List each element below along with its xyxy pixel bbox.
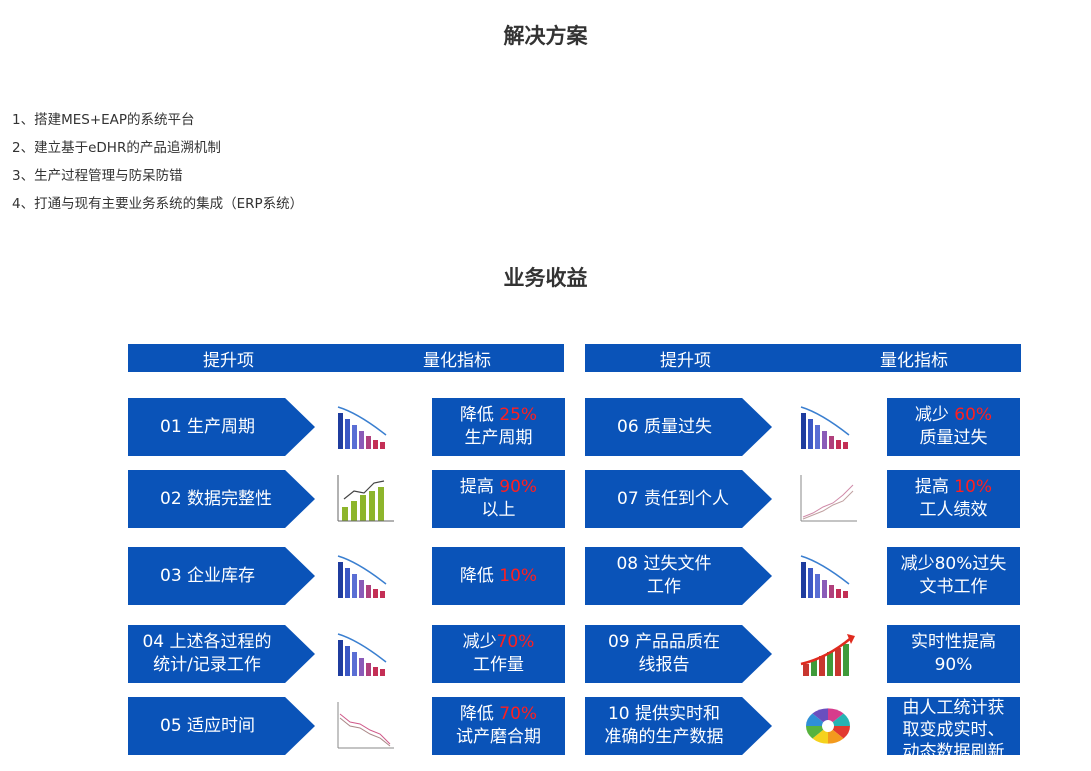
benefit-item-arrow: 08 过失文件 工作 [585,547,772,605]
metric-text: 降低 [459,405,500,425]
benefit-item-arrow: 05 适应时间 [128,697,315,755]
declining-bar-chart-icon [337,406,387,449]
metric-text: 由人工统计获 [902,698,1005,718]
benefit-metric-line2: 工作量 [473,655,524,675]
metric-percent: 70% [496,632,535,652]
benefit-item-label: 09 产品品质在 线报告 [607,632,721,675]
metric-text: 减少80%过失 [900,554,1007,574]
benefit-metric-line1: 减少 60% [915,404,992,427]
benefit-item-label: 03 企业库存 [160,565,256,586]
declining-bar-chart-icon [800,555,850,598]
benefit-metric: 减少80%过失文书工作 [887,547,1020,605]
benefits-header-left: 提升项 量化指标 [128,344,564,372]
benefit-metric-line2: 文书工作 [919,577,988,597]
pie-chart-icon [806,708,850,744]
benefit-metric: 降低 70%试产磨合期 [432,697,565,755]
benefits-header-right: 提升项 量化指标 [585,344,1021,372]
list-item: 4、打通与现有主要业务系统的集成（ERP系统） [12,196,304,212]
benefit-metric-line2: 生产周期 [464,428,533,448]
metric-text: 减少 [914,405,955,425]
metric-percent: 60% [954,405,993,425]
benefit-metric-line1: 降低 70% [460,703,537,726]
solution-list: 1、搭建MES+EAP的系统平台 2、建立基于eDHR的产品追溯机制 3、生产过… [12,106,303,218]
benefit-item-label: 06 质量过失 [617,416,713,437]
growth-arrow-chart-icon [800,634,855,676]
benefit-item-label: 02 数据完整性 [160,488,273,509]
benefit-item-arrow: 01 生产周期 [128,398,315,456]
metric-text: 提高 [914,477,955,497]
benefit-metric: 提高 10%工人绩效 [887,470,1020,528]
metric-text: 减少 [462,632,497,652]
metric-text: 降低 [459,565,500,586]
list-item: 1、搭建MES+EAP的系统平台 [12,112,195,128]
declining-bar-chart-icon [800,406,850,449]
benefit-metric: 降低 10% [432,547,565,605]
benefit-metric-line2: 90% [934,655,973,675]
benefit-metric-line2: 试产磨合期 [456,727,541,747]
benefit-metric: 提高 90%以上 [432,470,565,528]
list-item: 2、建立基于eDHR的产品追溯机制 [12,140,221,156]
solution-title: 解决方案 [503,24,588,48]
benefit-item-label: 01 生产周期 [160,416,256,437]
benefits-title: 业务收益 [503,266,588,290]
benefit-metric: 实时性提高 90% [887,625,1020,683]
benefit-metric-line1: 提高 90% [460,476,537,499]
benefit-metric: 减少 60%质量过失 [887,398,1020,456]
benefit-item-arrow: 09 产品品质在 线报告 [585,625,772,683]
rising-bar-chart-icon [337,475,394,522]
metric-percent: 90% [499,477,538,497]
declining-bar-chart-icon [337,633,387,676]
benefit-metric-line1: 由人工统计获 [903,697,1005,719]
benefit-metric: 降低 25%生产周期 [432,398,565,456]
benefit-metric-line1: 减少70% [463,631,535,654]
benefit-metric-line2: 工人绩效 [919,500,988,520]
benefit-item-label: 08 过失文件 工作 [616,554,712,597]
benefit-metric-line1: 实时性提高 [911,631,996,654]
metric-percent: 10% [499,565,538,586]
col-header-metric: 量化指标 [880,351,948,371]
benefit-item-label: 07 责任到个人 [617,488,730,509]
benefit-metric-line2: 取变成实时、 动态数据刷新 [902,720,1005,755]
benefit-metric: 由人工统计获取变成实时、 动态数据刷新 [887,697,1020,755]
metric-percent: 10% [954,477,993,497]
metric-text: 降低 [459,704,500,724]
benefit-metric: 减少70%工作量 [432,625,565,683]
metric-text: 实时性提高 [911,632,996,652]
benefit-item-arrow: 07 责任到个人 [585,470,772,528]
benefit-metric-line2: 质量过失 [919,428,988,448]
benefit-metric-line1: 提高 10% [915,476,992,499]
benefit-metric-line1: 减少80%过失 [901,553,1007,576]
benefit-item-label: 04 上述各过程的 统计/记录工作 [142,632,272,675]
declining-line-chart-icon [337,702,394,749]
benefit-metric-line1: 降低 10% [460,565,537,588]
benefit-item-label: 05 适应时间 [160,715,256,736]
benefit-metric-line2: 以上 [481,500,516,520]
benefit-item-label: 10 提供实时和 准确的生产数据 [604,704,724,747]
benefit-item-arrow: 06 质量过失 [585,398,772,456]
declining-bar-chart-icon [337,555,387,598]
col-header-item: 提升项 [203,351,254,371]
benefit-item-arrow: 02 数据完整性 [128,470,315,528]
metric-text: 提高 [459,477,500,497]
benefit-item-arrow: 04 上述各过程的 统计/记录工作 [128,625,315,683]
metric-percent: 25% [499,405,538,425]
benefit-item-arrow: 03 企业库存 [128,547,315,605]
col-header-metric: 量化指标 [423,351,491,371]
list-item: 3、生产过程管理与防呆防错 [12,168,183,184]
metric-percent: 70% [499,704,538,724]
col-header-item: 提升项 [660,351,711,371]
benefit-metric-line1: 降低 25% [460,404,537,427]
rising-line-chart-icon [800,475,857,522]
benefit-item-arrow: 10 提供实时和 准确的生产数据 [585,697,772,755]
